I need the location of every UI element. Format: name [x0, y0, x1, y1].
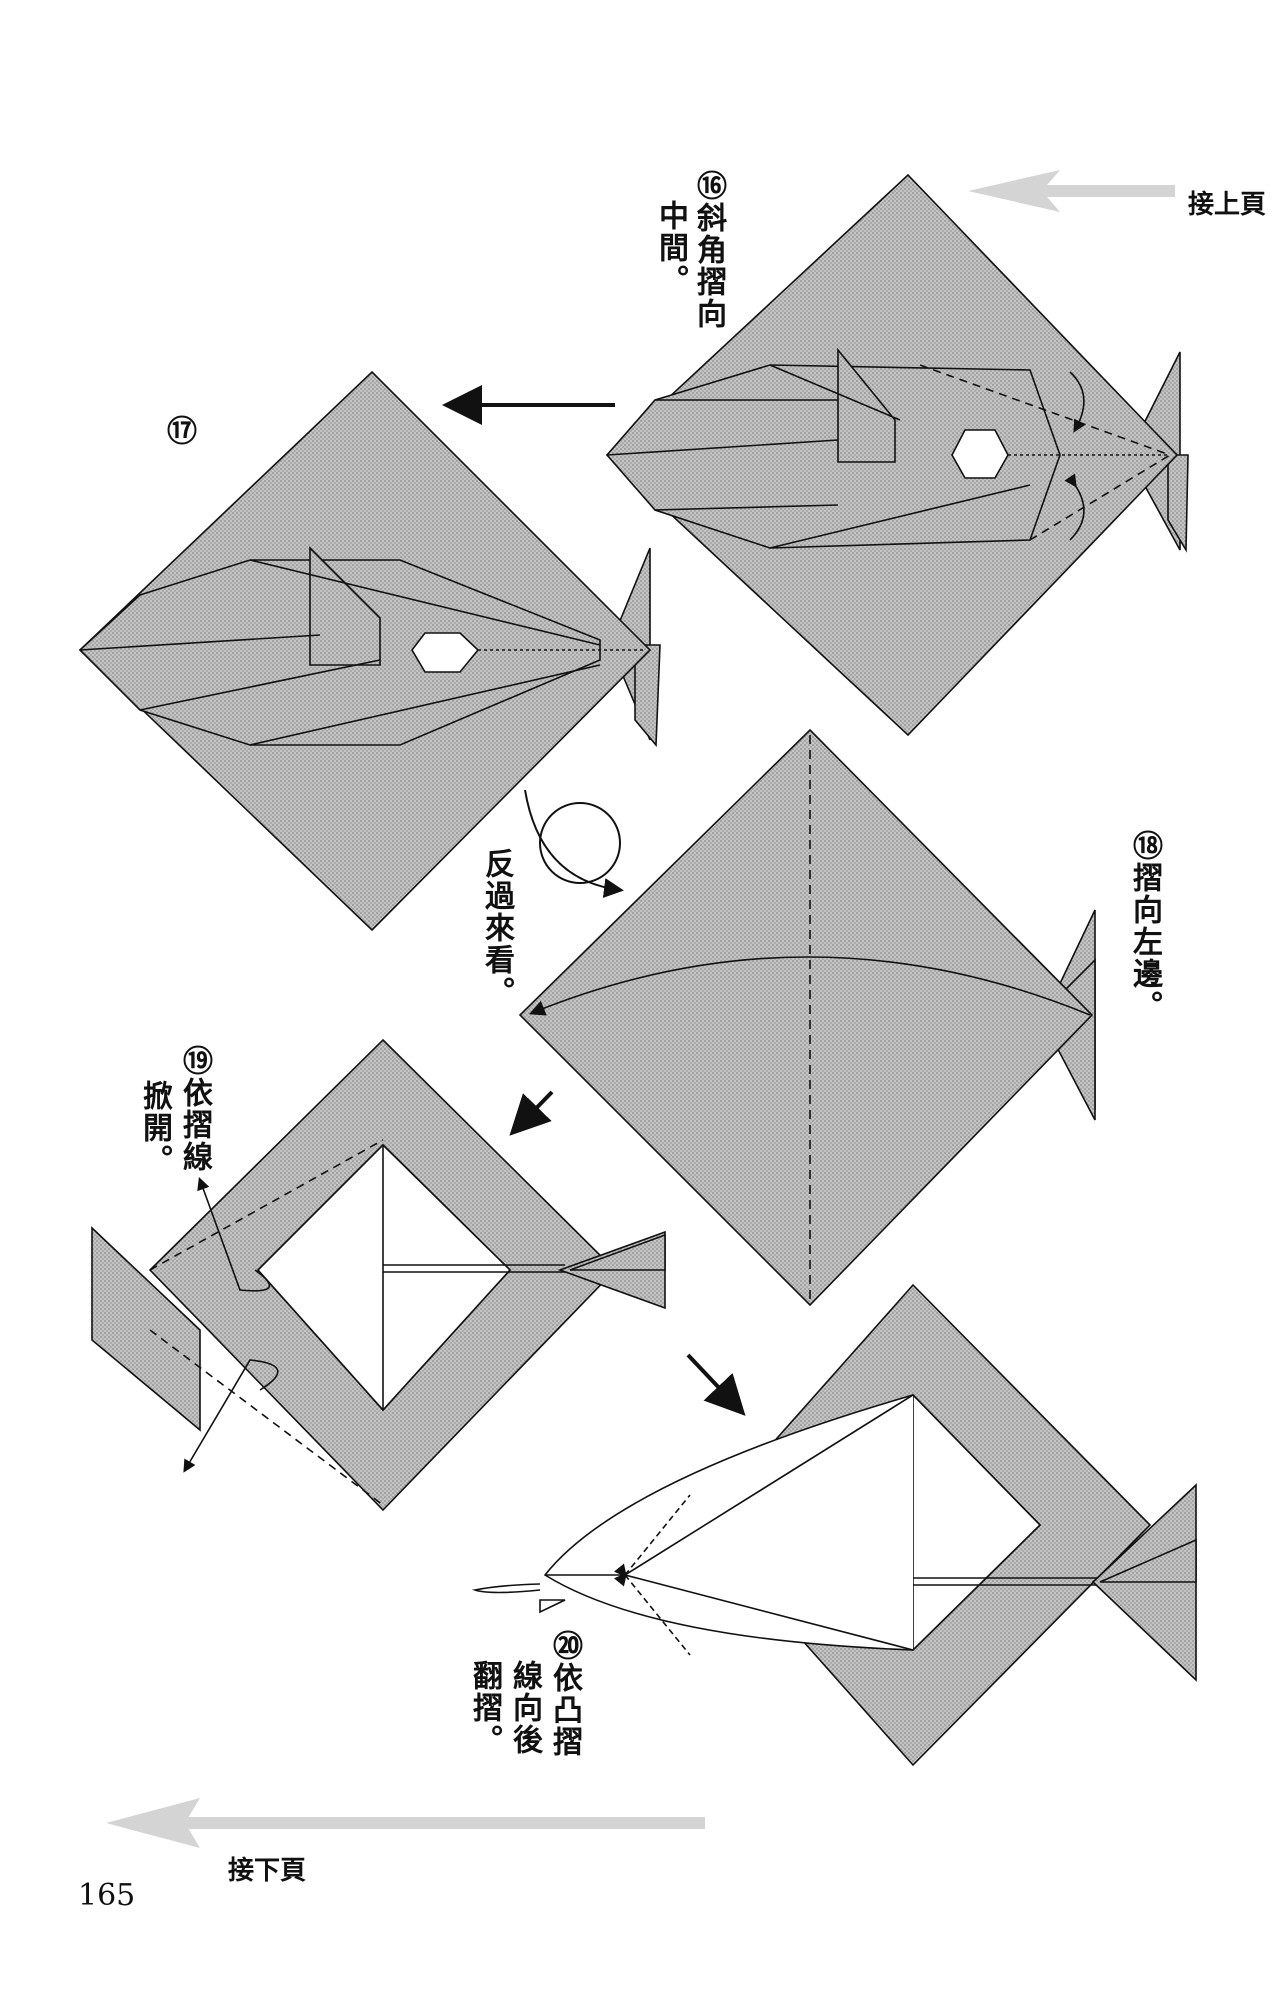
next-page-label[interactable]: 接下頁 — [228, 1856, 307, 1886]
step18-line1: 摺向左邊。 — [1127, 862, 1162, 1022]
step-arrow-19-20 — [686, 1353, 746, 1416]
page-number: 165 — [78, 1878, 136, 1913]
next-page-arrow[interactable] — [106, 1798, 705, 1848]
step20-line3: 翻摺。 — [467, 1660, 502, 1756]
step20-line1: 依凸摺 — [547, 1662, 582, 1758]
step19-diagram — [91, 1038, 666, 1512]
step17-diagram — [78, 370, 661, 932]
prev-page-arrow[interactable] — [968, 170, 1175, 212]
step18-instruction: ⑱摺向左邊。 — [1126, 830, 1162, 1022]
turn-over-label: 反過來看。 — [479, 848, 514, 1008]
step20-line2: 線向後 — [507, 1660, 542, 1756]
step16-diagram — [605, 173, 1189, 737]
step16-line2: 中間。 — [653, 200, 688, 296]
step16-instruction: ⑯斜角摺向 — [690, 170, 726, 330]
turn-over-icon — [524, 789, 624, 898]
step20-diagram — [471, 1283, 1197, 1767]
step-arrow-18-19 — [509, 1090, 554, 1136]
step16-line1: 斜角摺向 — [691, 202, 726, 330]
step16-number: ⑯ — [691, 170, 726, 202]
step18-number: ⑱ — [1127, 830, 1162, 862]
step20-number: ⑳ — [547, 1630, 582, 1662]
step17-number: ⑰ — [161, 415, 196, 447]
step19-line2: 掀開。 — [137, 1080, 172, 1176]
prev-page-label[interactable]: 接上頁 — [1188, 190, 1267, 220]
step18-diagram — [518, 728, 1096, 1307]
step19-line1: 依摺線 — [177, 1077, 212, 1173]
step20-instruction: ⑳依凸摺 — [546, 1630, 582, 1758]
step19-instruction: ⑲依摺線 — [176, 1045, 212, 1173]
step19-number: ⑲ — [177, 1045, 212, 1077]
